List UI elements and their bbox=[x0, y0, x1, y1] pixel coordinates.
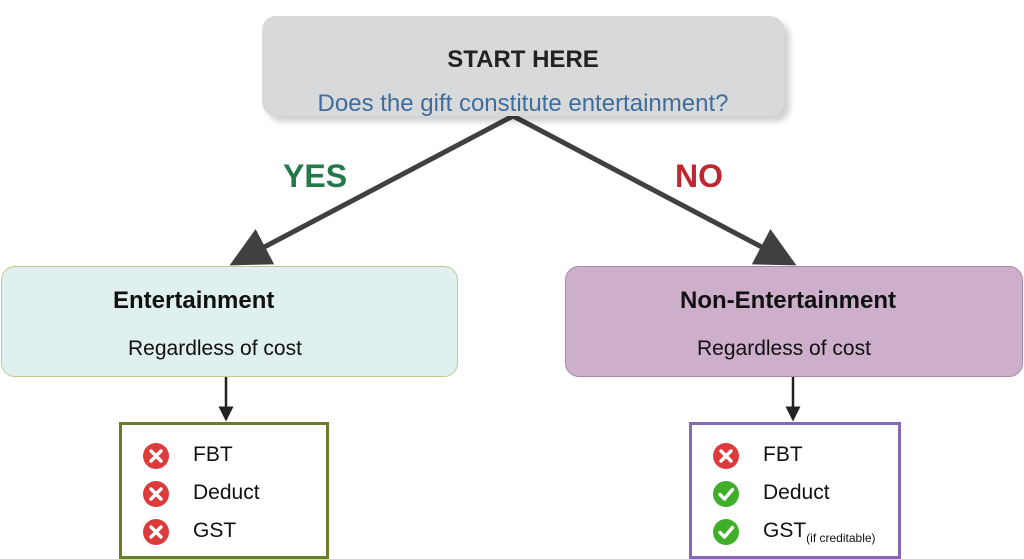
start-question: Does the gift constitute entertainment? bbox=[317, 90, 729, 117]
entertainment-title: Entertainment bbox=[113, 287, 275, 314]
non-entertainment-result-box: FBT Deduct GST(if creditable) bbox=[689, 422, 901, 559]
item-label: FBT bbox=[193, 443, 233, 466]
cross-icon bbox=[142, 480, 170, 508]
item-label: Deduct bbox=[193, 481, 260, 504]
item-label: FBT bbox=[763, 443, 803, 466]
non-entertainment-node: Non-Entertainment Regardless of cost bbox=[565, 266, 1023, 377]
non-entertainment-title: Non-Entertainment bbox=[680, 287, 896, 314]
no-arrow bbox=[511, 113, 797, 266]
yes-arrow bbox=[229, 113, 515, 266]
item-label: Deduct bbox=[763, 481, 830, 504]
check-icon bbox=[712, 518, 740, 546]
no-branch-label: NO bbox=[675, 158, 723, 194]
item-label: GST(if creditable) bbox=[763, 519, 876, 545]
cross-icon bbox=[712, 442, 740, 470]
cross-icon bbox=[142, 442, 170, 470]
non-entertainment-subtitle: Regardless of cost bbox=[697, 337, 871, 360]
entertainment-node: Entertainment Regardless of cost bbox=[1, 266, 458, 377]
item-label: GST bbox=[193, 519, 237, 542]
check-icon bbox=[712, 480, 740, 508]
start-node: START HERE Does the gift constitute ente… bbox=[262, 16, 784, 117]
entertainment-subtitle: Regardless of cost bbox=[128, 337, 302, 360]
cross-icon bbox=[142, 518, 170, 546]
start-title: START HERE bbox=[447, 46, 599, 73]
entertainment-result-box: FBT Deduct GST bbox=[119, 422, 329, 559]
yes-branch-label: YES bbox=[283, 158, 348, 194]
